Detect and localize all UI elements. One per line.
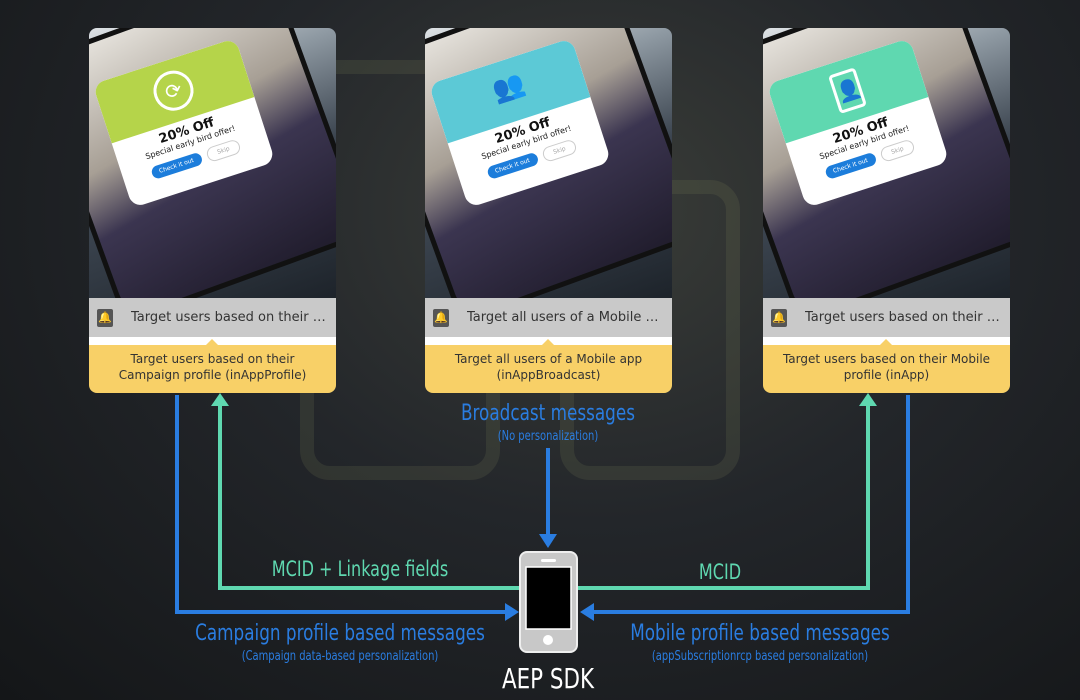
phone-screenshot: 👥 20% Off Special early bird offer! Chec…: [425, 28, 672, 325]
mobile-messages-arrow: [592, 395, 910, 614]
mobile-messages-subtitle: (appSubscriptionrcp based personalizatio…: [651, 649, 869, 664]
message-bar: 🔔Target all users of a Mobile app (inApp…: [425, 298, 672, 337]
mobile-messages-title: Mobile profile based messages: [630, 621, 890, 646]
broadcast-title: Broadcast messages: [461, 401, 635, 426]
tooltip: Target users based on their Mobile profi…: [763, 339, 1010, 393]
broadcast-subtitle: (No personalization): [497, 429, 599, 444]
card-campaign-profile[interactable]: ⟳ 20% Off Special early bird offer! Chec…: [89, 28, 336, 393]
arrowhead: [211, 393, 229, 406]
aep-sdk-label: AEP SDK: [501, 662, 595, 695]
bell-icon: 🔔: [97, 308, 113, 327]
campaign-messages-subtitle: (Campaign data-based personalization): [241, 649, 439, 664]
card-mobile-profile[interactable]: 👤 20% Off Special early bird offer! Chec…: [763, 28, 1010, 393]
card-broadcast[interactable]: 👥 20% Off Special early bird offer! Chec…: [425, 28, 672, 393]
message-bar: 🔔Target users based on their Campaign pr…: [89, 298, 336, 337]
tooltip: Target users based on their Campaign pro…: [89, 339, 336, 393]
campaign-messages-title: Campaign profile based messages: [195, 621, 485, 646]
message-bar: 🔔Target users based on their Mobile prof…: [763, 298, 1010, 337]
arrowhead: [859, 393, 877, 406]
mcid-linkage-arrow: [218, 404, 520, 590]
phone-screenshot: 👤 20% Off Special early bird offer! Chec…: [763, 28, 1010, 325]
bell-icon: 🔔: [771, 308, 787, 327]
phone-screenshot: ⟳ 20% Off Special early bird offer! Chec…: [89, 28, 336, 325]
arrowhead: [539, 534, 557, 548]
mcid-label: MCID: [698, 560, 742, 584]
campaign-messages-arrow: [175, 395, 508, 614]
arrowhead: [505, 603, 519, 621]
smartphone-icon: [519, 551, 578, 653]
mcid-linkage-label: MCID + Linkage fields: [271, 557, 449, 581]
bell-icon: 🔔: [433, 308, 449, 327]
tooltip: Target all users of a Mobile app (inAppB…: [425, 339, 672, 393]
mcid-arrow: [577, 404, 870, 590]
arrowhead: [580, 603, 594, 621]
